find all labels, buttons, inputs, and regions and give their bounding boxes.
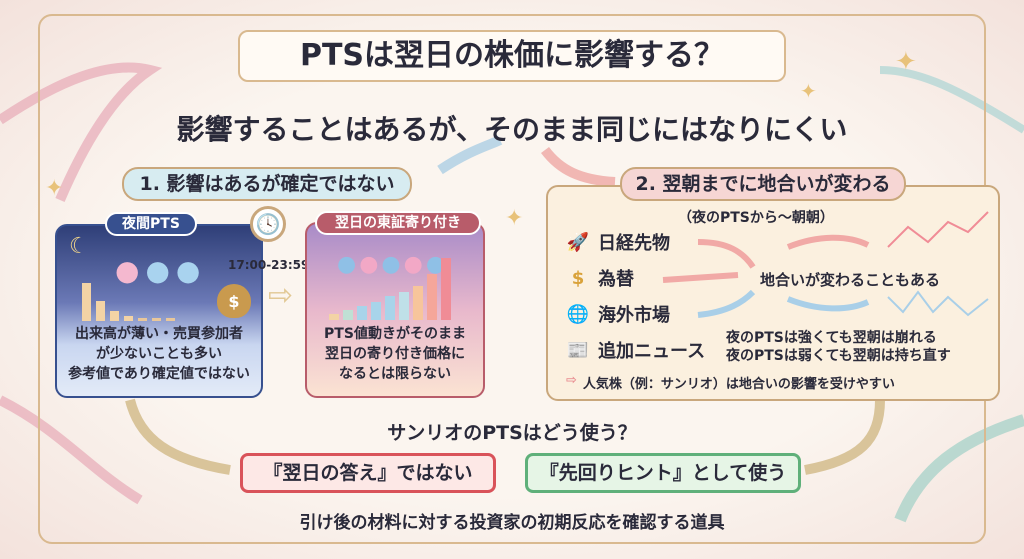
trading-hours: 17:00-23:59 xyxy=(228,258,310,272)
currency-exchange-icon: $ xyxy=(571,267,585,289)
moon-icon: ☾ xyxy=(69,234,89,259)
section2-card: （夜のPTSから～朝朝） 🚀日経先物 $為替 🌐海外市場 📰追加ニュース 地合い… xyxy=(546,185,1000,401)
svg-text:✦: ✦ xyxy=(800,79,817,103)
night-pts-text: 出来高が薄い・売買参加者 が少ないことも多い 参考値であり確定値ではない xyxy=(68,326,250,382)
timeframe-note: （夜のPTSから～朝朝） xyxy=(678,210,834,226)
rising-volume-bars xyxy=(329,256,451,320)
night-pts-label: 夜間PTS xyxy=(105,212,197,236)
svg-text:✦: ✦ xyxy=(45,176,63,201)
globe-icon: 🌐 xyxy=(566,303,590,325)
people-icon: ●●● xyxy=(115,254,207,287)
hint-badge: 『先回りヒント』として使う xyxy=(525,453,801,493)
factor-nikkei-futures: 🚀日経先物 xyxy=(566,231,670,255)
sentiment-cases: 夜のPTSは強くても翌朝は崩れる 夜のPTSは弱くても翌朝は持ち直す xyxy=(726,330,951,364)
usage-question: サンリオのPTSはどう使う？ xyxy=(387,422,637,444)
usage-summary: 引け後の材料に対する投資家の初期反応を確認する道具 xyxy=(299,513,725,533)
factor-overseas-markets: 🌐海外市場 xyxy=(566,303,670,327)
next-day-open-text: PTS値動きがそのまま 翌日の寄り付き価格に なるとは限らない xyxy=(324,326,466,382)
next-day-open-card: ●●●●● PTS値動きがそのまま 翌日の寄り付き価格に なるとは限らない xyxy=(305,222,485,398)
clock-icon: 🕓 xyxy=(250,206,286,242)
next-day-open-label: 翌日の東証寄り付き xyxy=(315,211,481,235)
page-subtitle: 影響することはあるが、そのまま同じにはなりにくい xyxy=(176,113,848,146)
night-pts-card: ☾ ●●● $ 出来高が薄い・売買参加者 が少ないことも多い 参考値であり確定値… xyxy=(55,224,263,398)
svg-text:✦: ✦ xyxy=(505,206,523,231)
factor-fx: $為替 xyxy=(566,265,634,291)
rocket-icon: 🚀 xyxy=(566,231,590,253)
arrow-right-icon: ⇨ xyxy=(566,373,577,388)
section2-label: 2. 翌朝までに地合いが変わる xyxy=(620,167,906,201)
flow-arrows xyxy=(662,211,989,318)
newspaper-icon: 📰 xyxy=(566,339,590,361)
market-sentiment-change: 地合いが変わることもある xyxy=(760,271,941,289)
low-volume-bars xyxy=(82,281,175,321)
arrow-right-icon: ⇨ xyxy=(268,278,294,313)
money-bag-icon: $ xyxy=(217,284,251,318)
svg-text:✦: ✦ xyxy=(895,47,917,77)
crowd-icon: ●●●●● xyxy=(337,252,449,277)
factor-news: 📰追加ニュース xyxy=(566,339,706,363)
page-title: PTSは翌日の株価に影響する？ xyxy=(238,30,786,82)
popular-stock-note: ⇨人気株（例：サンリオ）は地合いの影響を受けやすい xyxy=(566,373,895,392)
section1-label: 1. 影響はあるが確定ではない xyxy=(122,167,412,201)
not-answer-badge: 『翌日の答え』ではない xyxy=(240,453,496,493)
